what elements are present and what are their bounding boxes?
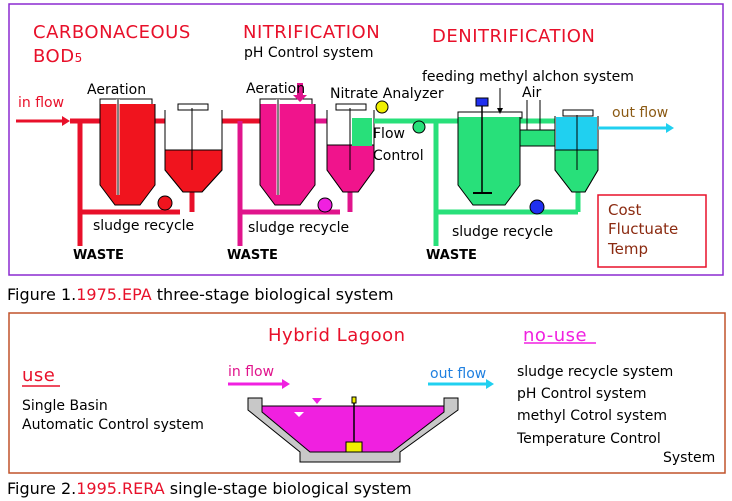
- issues-temp: Temp: [608, 240, 648, 258]
- stage3-pipes: [374, 118, 581, 246]
- stage3-title: DENITRIFICATION: [432, 26, 596, 47]
- hybrid-lagoon-title: Hybrid Lagoon: [268, 325, 406, 346]
- no-use-item-methyl: methyl Cotrol system: [517, 408, 668, 424]
- stage1-title: CARBONACEOUS: [33, 22, 191, 43]
- figure2-caption: Figure 2.1995.RERA single-stage biologic…: [7, 479, 412, 498]
- lagoon-inflow-label: in flow: [228, 364, 275, 380]
- stage1-title-bod: BOD5: [33, 46, 83, 67]
- bod-subscript: 5: [74, 51, 83, 65]
- stage3-clarifier: [554, 109, 599, 193]
- no-use-item-temperature-line2: System: [663, 450, 716, 466]
- outflow-arrow: [598, 123, 674, 133]
- figure2-caption-rest: single-stage biological system: [169, 479, 412, 498]
- stage3-pump: [529, 199, 545, 215]
- figure2-caption-prefix: Figure 2.: [7, 479, 77, 498]
- stage1-pump: [157, 195, 173, 211]
- figure1-caption-prefix: Figure 1.: [7, 285, 77, 304]
- flow-control-label-2: Control: [373, 148, 424, 164]
- nitrate-analyzer-label: Nitrate Analyzer: [330, 86, 444, 102]
- issues-cost: Cost: [608, 201, 642, 219]
- stage1-aeration-tank: [99, 98, 156, 206]
- no-use-item-ph: pH Control system: [517, 386, 647, 402]
- no-use-label: no-use: [523, 325, 588, 346]
- use-label: use: [22, 365, 56, 386]
- figure1-caption-rest: three-stage biological system: [156, 285, 394, 304]
- methyl-system-label: feeding methyl alchon system: [422, 69, 634, 85]
- use-item-single-basin: Single Basin: [22, 398, 108, 414]
- stage2-title: NITRIFICATION: [243, 22, 381, 43]
- nitrate-sensor: [375, 100, 389, 114]
- sludge-recycle-label-1: sludge recycle: [93, 218, 195, 234]
- figure1-caption-year: 1975.EPA: [76, 285, 152, 304]
- air-chamber: [519, 129, 556, 147]
- stage1-clarifier: [164, 103, 223, 193]
- waste-label-3: WASTE: [426, 248, 477, 263]
- no-use-item-temperature: Temperature Control: [517, 431, 661, 447]
- bod-text: BOD: [33, 46, 75, 67]
- lagoon-inflow-arrow: [228, 379, 290, 389]
- stage2-aeration-tank: [259, 98, 316, 206]
- issues-box: [597, 194, 707, 268]
- figure1-caption: Figure 1.1975.EPA three-stage biological…: [7, 285, 394, 304]
- stage2-pump: [317, 197, 333, 213]
- use-item-automatic-control: Automatic Control system: [22, 417, 204, 433]
- figure2-frame: [8, 312, 726, 474]
- flow-control-label-1: Flow: [373, 126, 405, 142]
- lagoon-outflow-label: out flow: [430, 366, 487, 382]
- flow-control-valve: [412, 120, 426, 134]
- waste-label-1: WASTE: [73, 248, 124, 263]
- aeration-label-2: Aeration: [246, 81, 306, 97]
- air-label: Air: [522, 85, 542, 101]
- issues-fluctuate: Fluctuate: [608, 220, 679, 238]
- inflow-arrow: [16, 116, 70, 126]
- figure2-caption-year: 1995.RERA: [76, 479, 165, 498]
- outflow-label: out flow: [612, 105, 669, 121]
- sludge-recycle-label-3: sludge recycle: [452, 224, 554, 240]
- stage3-tank: [457, 88, 523, 206]
- figure1-frame: [8, 3, 724, 276]
- sludge-recycle-label-2: sludge recycle: [248, 220, 350, 236]
- waste-label-2: WASTE: [227, 248, 278, 263]
- stage2-clarifier: [326, 103, 375, 193]
- inflow-label: in flow: [18, 95, 65, 111]
- lagoon-outflow-arrow: [428, 379, 494, 389]
- lagoon-basin: [247, 396, 459, 463]
- stage2-subtitle: pH Control system: [244, 45, 374, 61]
- aeration-label-1: Aeration: [87, 82, 147, 98]
- no-use-item-sludge: sludge recycle system: [517, 364, 674, 380]
- ph-arrow: [293, 83, 307, 102]
